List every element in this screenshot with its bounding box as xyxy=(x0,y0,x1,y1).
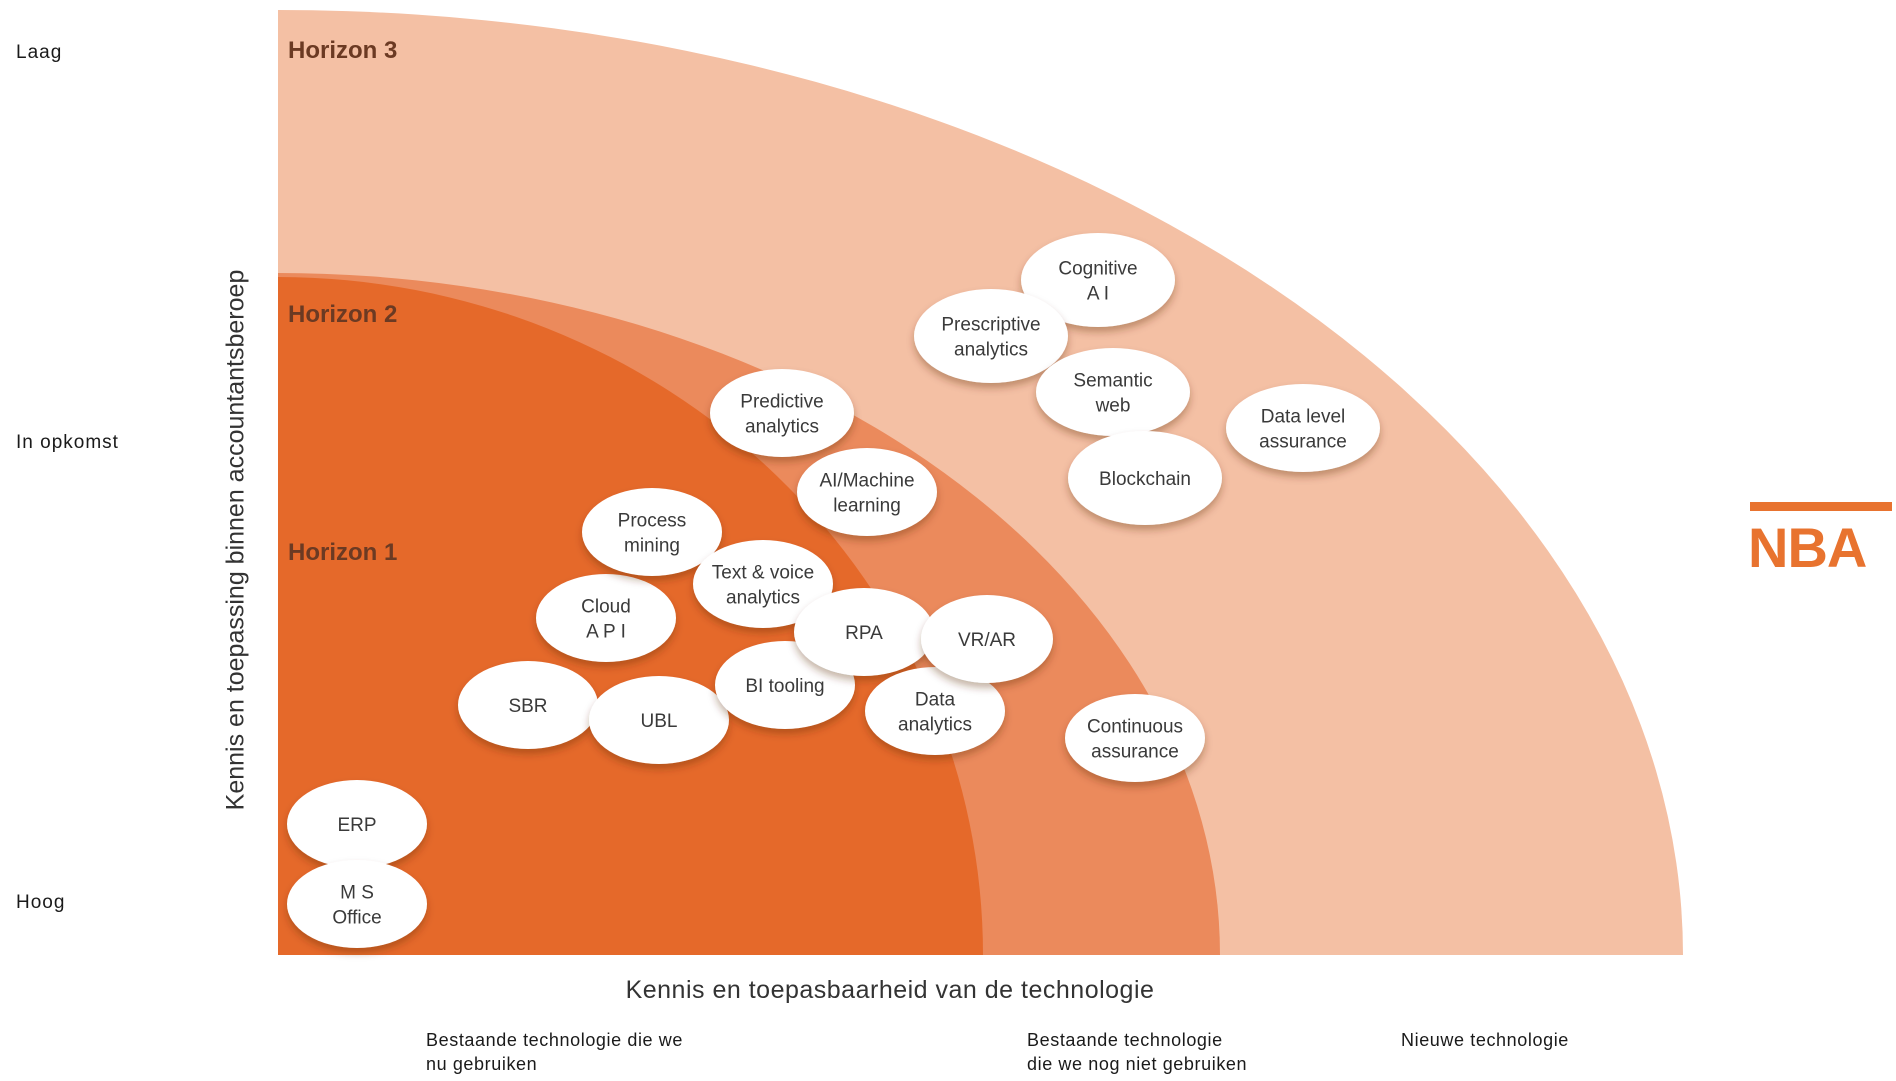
bubble-sbr: SBR xyxy=(458,661,598,749)
bubble-shape xyxy=(536,574,676,662)
bubble-label: VR/AR xyxy=(958,630,1016,651)
bubble-prescriptive-analytics: Prescriptive analytics xyxy=(914,289,1068,383)
bubble-shape xyxy=(1226,384,1380,472)
x-axis-title: Kennis en toepasbaarheid van de technolo… xyxy=(625,976,1155,1004)
bubble-label: Text & voice xyxy=(712,563,814,584)
bubble-shape xyxy=(1065,694,1205,782)
y-level-high: Hoog xyxy=(16,892,66,913)
bubble-label: Process xyxy=(618,511,687,532)
bubble-semantic-web: Semantic web xyxy=(1036,348,1190,436)
x-category-existing-unused: Bestaande technologie die we nog niet ge… xyxy=(1027,1028,1327,1076)
nba-logo: NBA xyxy=(1748,502,1894,578)
x-category-new: Nieuwe technologie xyxy=(1401,1028,1661,1052)
bubble-data-level-assurance: Data level assurance xyxy=(1226,384,1380,472)
bubble-shape xyxy=(589,676,729,764)
bubble-label: analytics xyxy=(745,417,819,438)
bubble-shape xyxy=(794,588,934,676)
horizon-1-label: Horizon 1 xyxy=(288,539,397,566)
nba-logo-text: NBA xyxy=(1748,516,1867,579)
bubble-vr-ar: VR/AR xyxy=(921,595,1053,683)
bubble-label: assurance xyxy=(1091,742,1179,763)
bubble-label: analytics xyxy=(954,340,1028,361)
bubble-label: mining xyxy=(624,536,680,557)
bubble-label: RPA xyxy=(845,623,883,644)
bubble-label: AI/Machine xyxy=(819,471,914,492)
bubble-label: analytics xyxy=(898,715,972,736)
horizon-2-label: Horizon 2 xyxy=(288,301,397,328)
bubble-shape xyxy=(458,661,598,749)
x-category-existing-used: Bestaande technologie die we nu gebruike… xyxy=(426,1028,766,1076)
horizon-3-label: Horizon 3 xyxy=(288,37,397,64)
bubble-ms-office: M S Office xyxy=(287,860,427,948)
bubble-erp: ERP xyxy=(287,780,427,868)
bubble-label: BI tooling xyxy=(745,676,824,697)
bubble-label: Predictive xyxy=(740,392,823,413)
bubble-label: A I xyxy=(1087,284,1109,305)
bubble-cognitive-ai: Cognitive A I xyxy=(1021,233,1175,327)
y-level-emerging: In opkomst xyxy=(16,432,119,453)
bubble-label: Cognitive xyxy=(1058,259,1137,280)
bubble-shape xyxy=(287,860,427,948)
bubble-shape xyxy=(582,488,722,576)
bubble-label: Continuous xyxy=(1087,717,1183,738)
bubble-label: Office xyxy=(332,908,381,929)
x-category-line: die we nog niet gebruiken xyxy=(1027,1054,1248,1074)
bubble-shape xyxy=(921,595,1053,683)
bubble-shape xyxy=(693,540,833,628)
x-category-line: Nieuwe technologie xyxy=(1401,1030,1569,1050)
bubble-shape xyxy=(1021,233,1175,327)
bubble-shape xyxy=(710,369,854,457)
bubble-shape xyxy=(1068,431,1222,525)
bubble-shape xyxy=(865,667,1005,755)
bubble-continuous-assurance: Continuous assurance xyxy=(1065,694,1205,782)
bubble-shape xyxy=(1036,348,1190,436)
bubble-label: Cloud xyxy=(581,597,631,618)
x-category-line: Bestaande technologie xyxy=(1027,1030,1223,1050)
bubble-shape xyxy=(287,780,427,868)
bubble-label: assurance xyxy=(1259,432,1347,453)
bubble-label: M S xyxy=(340,883,374,904)
bubble-text-voice-analytics: Text & voice analytics xyxy=(693,540,833,628)
bubble-label: Data level xyxy=(1261,407,1346,428)
x-category-line: nu gebruiken xyxy=(426,1054,538,1074)
y-axis-title: Kennis en toepassing binnen accountantsb… xyxy=(221,269,250,811)
y-level-low: Laag xyxy=(16,42,63,63)
bubble-ai-machine-learning: AI/Machine learning xyxy=(797,448,937,536)
bubble-rpa: RPA xyxy=(794,588,934,676)
bubble-process-mining: Process mining xyxy=(582,488,722,576)
bubble-ubl: UBL xyxy=(589,676,729,764)
bubble-shape xyxy=(914,289,1068,383)
bubble-label: Semantic xyxy=(1073,371,1152,392)
bubble-label: Data xyxy=(915,690,956,711)
bubble-label: learning xyxy=(833,496,901,517)
bubble-label: UBL xyxy=(641,711,678,732)
bubble-label: ERP xyxy=(337,815,376,836)
bubble-label: Blockchain xyxy=(1099,469,1191,490)
bubble-shape xyxy=(797,448,937,536)
bubble-label: web xyxy=(1095,396,1131,417)
bubble-label: analytics xyxy=(726,588,800,609)
bubble-data-analytics: Data analytics xyxy=(865,667,1005,755)
bubble-label: SBR xyxy=(508,696,547,717)
bubble-cloud-api: Cloud A P I xyxy=(536,574,676,662)
bubble-blockchain: Blockchain xyxy=(1068,431,1222,525)
bubble-predictive-analytics: Predictive analytics xyxy=(710,369,854,457)
x-category-line: Bestaande technologie die we xyxy=(426,1030,683,1050)
bubble-label: A P I xyxy=(586,622,626,643)
nba-logo-bar xyxy=(1750,502,1892,511)
bubble-label: Prescriptive xyxy=(941,315,1040,336)
technology-bubbles: ERP M S Office SBR UBL Cloud A P I Process minin… xyxy=(287,233,1380,948)
